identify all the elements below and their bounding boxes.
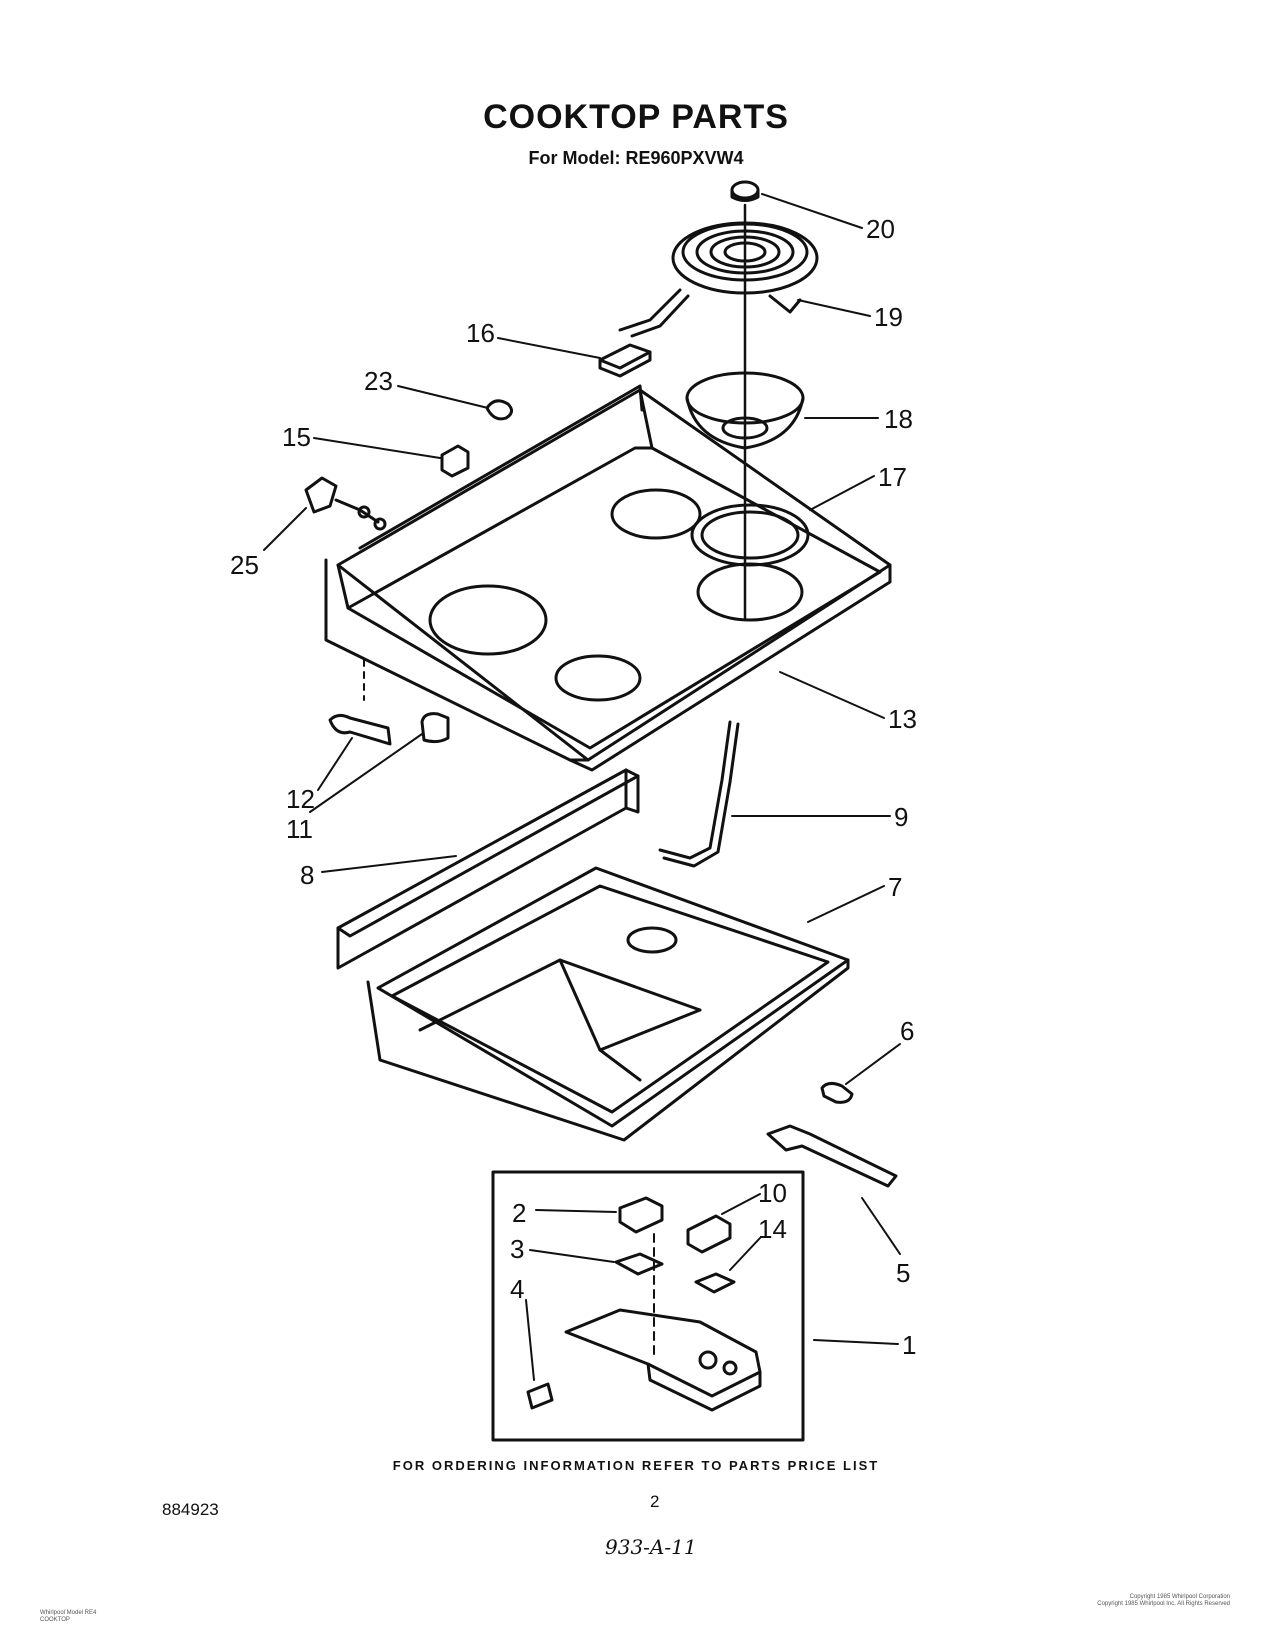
leader-14	[729, 1237, 761, 1271]
callout-9: 9	[894, 802, 908, 832]
leader-13	[779, 671, 885, 719]
page-number: 2	[650, 1492, 660, 1511]
callout-25: 25	[230, 550, 259, 580]
leader-17	[809, 475, 875, 511]
leader-10	[721, 1193, 761, 1215]
leader-5	[861, 1197, 901, 1255]
part-16-receptacle	[598, 343, 652, 378]
callout-8: 8	[300, 860, 314, 890]
leader-4	[525, 1299, 535, 1381]
leader-19	[797, 299, 871, 317]
leader-11	[309, 733, 423, 813]
page-title: COOKTOP PARTS	[483, 98, 789, 136]
part-15-terminal-block	[440, 444, 470, 478]
part-3-plate	[614, 1252, 664, 1276]
part-4-label	[526, 1382, 554, 1410]
part-9-rod	[658, 720, 740, 868]
ordering-info-note: FOR ORDERING INFORMATION REFER TO PARTS …	[392, 1458, 880, 1473]
leader-1	[813, 1339, 899, 1345]
callout-15: 15	[282, 422, 311, 452]
leader-3	[529, 1249, 615, 1263]
model-subtitle: For Model: RE960PXVW4	[528, 148, 744, 168]
part-19-surface-element	[618, 221, 819, 338]
callout-3: 3	[510, 1234, 524, 1264]
part-2-switch	[618, 1196, 664, 1234]
handwritten-code: 933-A-11	[605, 1535, 697, 1559]
part-18-drip-bowl	[685, 371, 805, 450]
part-1-control-assembly	[564, 1308, 762, 1412]
part-5-bracket	[766, 1124, 898, 1188]
callout-23: 23	[364, 366, 393, 396]
leader-20	[761, 193, 863, 229]
callout-5: 5	[896, 1258, 910, 1288]
part-20-cap	[730, 180, 760, 202]
callout-6: 6	[900, 1016, 914, 1046]
leader-lines	[263, 193, 901, 1381]
callout-12: 12	[286, 784, 315, 814]
switch-assembly-inset-box	[491, 1170, 805, 1442]
leader-15	[313, 437, 441, 459]
leader-25	[263, 507, 307, 551]
callout-17: 17	[878, 462, 907, 492]
part-11-spacer	[420, 712, 450, 744]
callout-2: 2	[512, 1198, 526, 1228]
fine-print-right: Copyright 1985 Whirlpool Corporation Cop…	[1097, 1594, 1230, 1607]
callout-11: 11	[286, 814, 313, 844]
part-12-hinge	[328, 713, 392, 746]
callout-4: 4	[510, 1274, 524, 1304]
part-7-base-pan	[366, 866, 850, 1142]
callout-14: 14	[758, 1214, 787, 1244]
callout-20: 20	[866, 214, 895, 244]
part-10-switch	[686, 1214, 732, 1254]
part-8-strip	[336, 768, 640, 970]
callout-16: 16	[466, 318, 495, 348]
part-25-switch	[304, 476, 387, 531]
part-23-clip	[485, 399, 513, 421]
part-13-cooktop	[324, 384, 892, 772]
callout-13: 13	[888, 704, 917, 734]
callout-18: 18	[884, 404, 913, 434]
leader-6	[845, 1043, 901, 1085]
leader-2	[535, 1209, 617, 1213]
leader-7	[807, 885, 885, 923]
leader-16	[497, 337, 601, 359]
callout-10: 10	[758, 1178, 787, 1208]
part-17-trim-ring	[690, 503, 810, 567]
callout-7: 7	[888, 872, 902, 902]
leader-12	[317, 737, 353, 791]
document-number: 884923	[162, 1500, 219, 1519]
part-6-grommet	[820, 1081, 854, 1104]
leader-8	[321, 855, 457, 873]
fine-print-left: Whirlpool Model RE4 COOKTOP	[40, 1610, 97, 1623]
leader-23	[397, 385, 489, 409]
callout-1: 1	[902, 1330, 916, 1360]
callout-19: 19	[874, 302, 903, 332]
part-14-plate	[694, 1272, 736, 1294]
